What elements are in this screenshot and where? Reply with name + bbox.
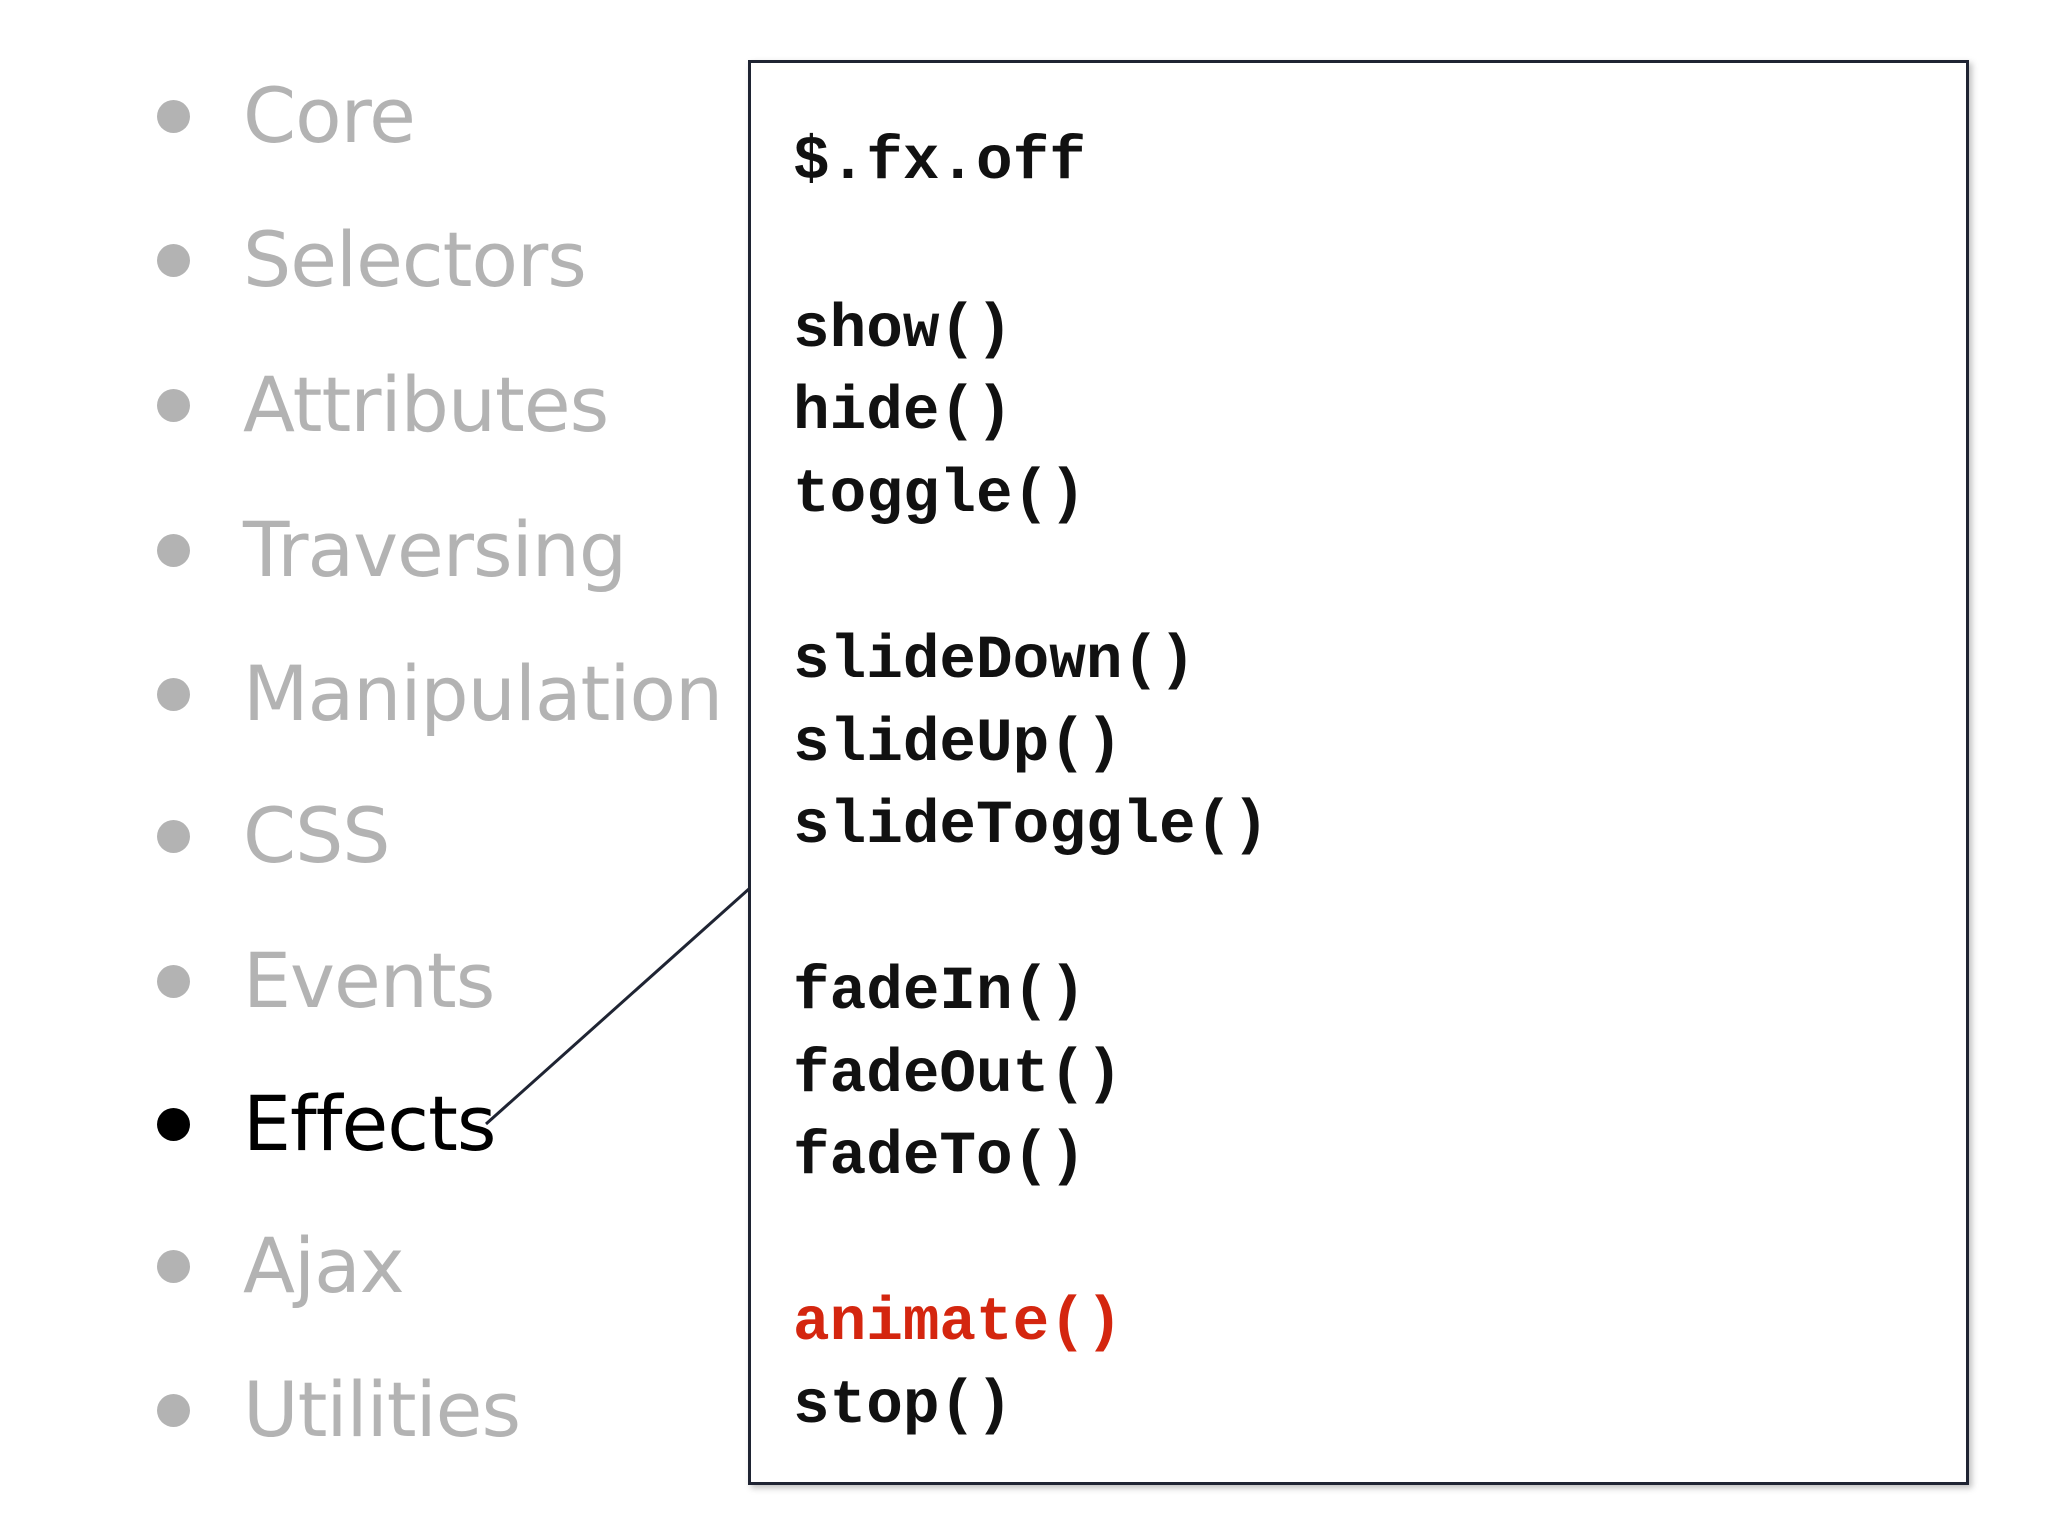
- bullet-icon: [157, 819, 190, 853]
- topic-item-css[interactable]: CSS: [157, 786, 391, 886]
- topic-item-traversing[interactable]: Traversing: [157, 500, 627, 600]
- topic-item-effects[interactable]: Effects: [157, 1074, 496, 1174]
- topic-label: Attributes: [243, 360, 609, 449]
- code-line-slideup: slideUp(): [793, 710, 1123, 779]
- bullet-icon: [157, 1249, 190, 1283]
- code-line-fadeout: fadeOut(): [793, 1041, 1123, 1110]
- bullet-icon: [157, 964, 190, 998]
- topic-item-manipulation[interactable]: Manipulation: [157, 644, 723, 744]
- topic-label: CSS: [243, 791, 391, 880]
- bullet-icon: [157, 243, 190, 277]
- code-line-fadein: fadeIn(): [793, 958, 1086, 1027]
- topic-label: Core: [243, 71, 416, 160]
- topic-label: Utilities: [243, 1365, 521, 1454]
- bullet-icon: [157, 1107, 190, 1141]
- bullet-icon: [157, 677, 190, 711]
- bullet-icon: [157, 533, 190, 567]
- code-line-hide: hide(): [793, 378, 1013, 447]
- topic-item-attributes[interactable]: Attributes: [157, 355, 609, 455]
- code-line-fadeto: fadeTo(): [793, 1123, 1086, 1192]
- bullet-icon: [157, 1393, 190, 1427]
- topic-label: Traversing: [243, 505, 627, 594]
- topic-item-core[interactable]: Core: [157, 66, 416, 166]
- code-line-toggle: toggle(): [793, 461, 1086, 530]
- code-line-fx-off: $.fx.off: [793, 128, 1086, 197]
- code-panel: $.fx.off show() hide() toggle() slideDow…: [748, 60, 1969, 1485]
- code-line-animate: animate(): [793, 1289, 1123, 1358]
- topic-label: Ajax: [243, 1221, 405, 1310]
- topic-label: Events: [243, 936, 495, 1025]
- topic-item-utilities[interactable]: Utilities: [157, 1360, 521, 1460]
- topic-label: Selectors: [243, 215, 587, 304]
- topic-item-ajax[interactable]: Ajax: [157, 1216, 405, 1316]
- code-line-show: show(): [793, 296, 1013, 365]
- code-line-stop: stop(): [793, 1372, 1013, 1441]
- code-line-slidetoggle: slideToggle(): [793, 792, 1269, 861]
- topic-label: Manipulation: [243, 649, 723, 738]
- bullet-icon: [157, 388, 190, 422]
- bullet-icon: [157, 99, 190, 133]
- code-line-slidedown: slideDown(): [793, 627, 1196, 696]
- topic-item-selectors[interactable]: Selectors: [157, 210, 587, 310]
- topic-item-events[interactable]: Events: [157, 931, 495, 1031]
- topic-label: Effects: [243, 1079, 496, 1168]
